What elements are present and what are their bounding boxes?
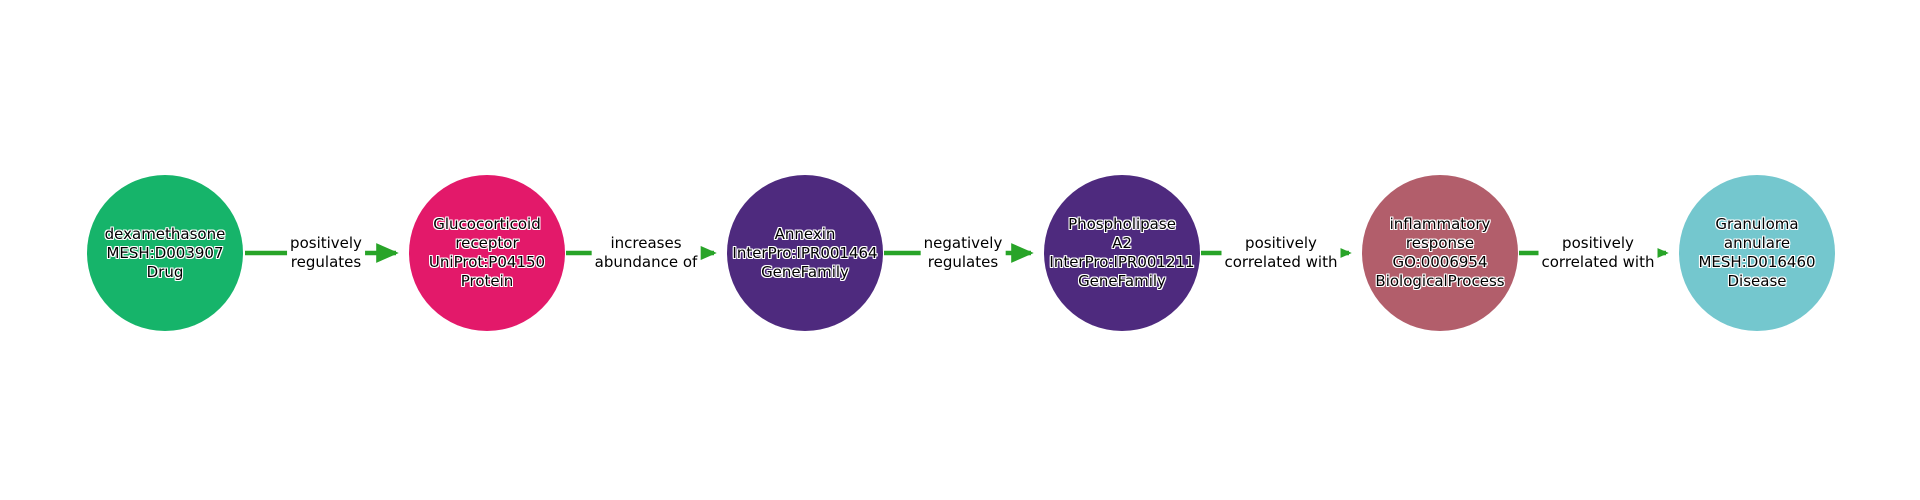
node-label: Annexin InterPro:IPR001464 GeneFamily (732, 224, 878, 281)
node-label: Phospholipase A2 InterPro:IPR001211 Gene… (1049, 215, 1195, 290)
node-glucocorticoid-receptor-protein: Glucocorticoid receptor UniProt:P04150 P… (409, 175, 565, 331)
edge-label-positively-correlated-with: positively correlated with (1221, 233, 1341, 273)
node-label: inflammatory response GO:0006954 Biologi… (1375, 215, 1505, 290)
edge-label-negatively-regulates: negatively regulates (920, 233, 1006, 273)
node-dexamethasone-drug: dexamethasone MESH:D003907 Drug (87, 175, 243, 331)
node-label: dexamethasone MESH:D003907 Drug (104, 224, 226, 281)
node-inflammatory-response-biologicalprocess: inflammatory response GO:0006954 Biologi… (1362, 175, 1518, 331)
node-phospholipase-a2-genefamily: Phospholipase A2 InterPro:IPR001211 Gene… (1044, 175, 1200, 331)
edge-label-positively-regulates: positively regulates (287, 233, 365, 273)
node-label: Granuloma annulare MESH:D016460 Disease (1698, 215, 1816, 290)
edge-label-positively-correlated-with: positively correlated with (1538, 233, 1658, 273)
node-granuloma-annulare-disease: Granuloma annulare MESH:D016460 Disease (1679, 175, 1835, 331)
edge-label-increases-abundance-of: increases abundance of (591, 233, 701, 273)
node-annexin-genefamily: Annexin InterPro:IPR001464 GeneFamily (727, 175, 883, 331)
node-label: Glucocorticoid receptor UniProt:P04150 P… (428, 215, 546, 290)
